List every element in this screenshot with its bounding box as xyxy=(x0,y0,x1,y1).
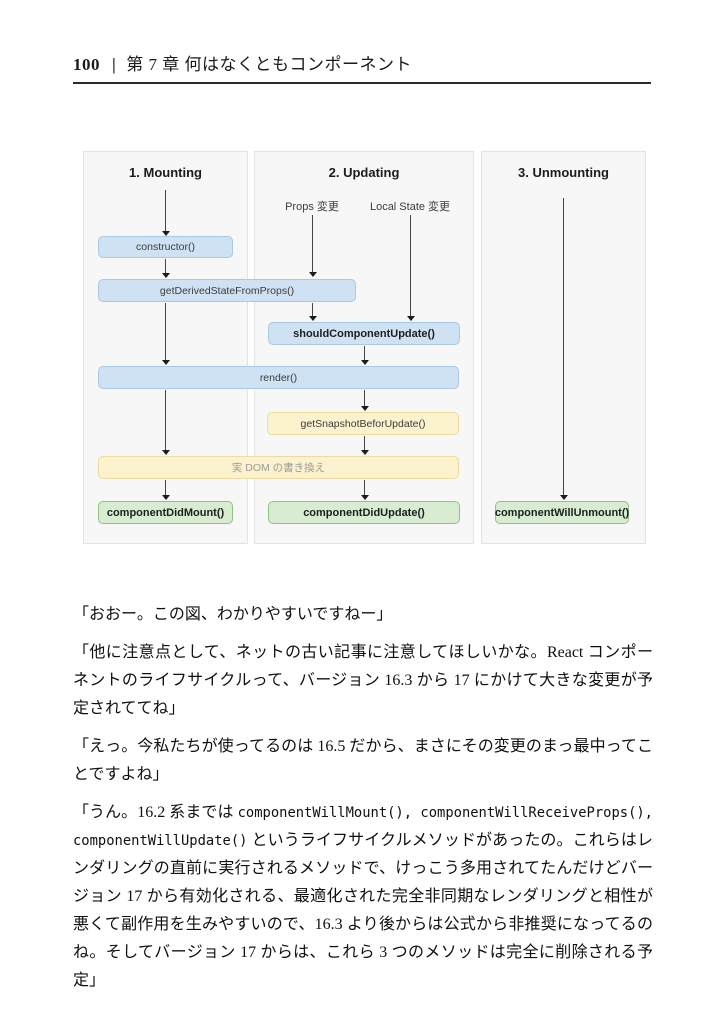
flow-arrow xyxy=(406,215,415,321)
flow-arrow xyxy=(360,390,369,411)
flow-arrow xyxy=(360,436,369,455)
node-should-component-update: shouldComponentUpdate() xyxy=(268,322,460,345)
header-rule xyxy=(73,82,651,84)
flow-arrow xyxy=(308,303,317,321)
dialogue-text: 「うん。16.2 系までは xyxy=(73,804,238,821)
flow-arrow xyxy=(161,259,170,278)
dialogue-text: 「他に注意点として、ネットの古い記事に注意してほしいかな。React コンポーネ… xyxy=(73,644,653,717)
dialogue-section: 「おおー。この図、わかりやすいですねー」「他に注意点として、ネットの古い記事に注… xyxy=(73,601,653,1005)
inline-code: componentWillMount(), componentWillRecei… xyxy=(73,805,653,849)
flow-arrow xyxy=(161,480,170,500)
node-render: render() xyxy=(98,366,459,389)
local-state-change-label: Local State 変更 xyxy=(369,201,451,213)
node-component-did-mount: componentDidMount() xyxy=(98,501,233,524)
node-constructor: constructor() xyxy=(98,236,233,258)
dialogue-text: 「えっ。今私たちが使ってるのは 16.5 だから、まさにその変更のまっ最中ってこ… xyxy=(73,738,653,783)
dialogue-paragraph: 「えっ。今私たちが使ってるのは 16.5 だから、まさにその変更のまっ最中ってこ… xyxy=(73,733,653,789)
node-get-derived-state: getDerivedStateFromProps() xyxy=(98,279,356,302)
node-component-will-unmount: componentWillUnmount() xyxy=(495,501,629,524)
flow-arrow xyxy=(161,190,170,236)
node-component-did-update: componentDidUpdate() xyxy=(268,501,460,524)
flow-arrow xyxy=(360,346,369,365)
node-get-snapshot: getSnapshotBeforUpdate() xyxy=(267,412,459,435)
flow-arrow xyxy=(308,215,317,277)
page-number: 100 xyxy=(73,55,100,74)
panel-unmounting-title: 3. Unmounting xyxy=(518,165,609,180)
chapter-title: 第 7 章 何はなくともコンポーネント xyxy=(126,55,412,74)
panel-mounting-title: 1. Mounting xyxy=(129,165,202,180)
flow-arrow xyxy=(360,480,369,500)
header-separator: | xyxy=(112,55,117,74)
panel-updating-title: 2. Updating xyxy=(328,165,400,180)
flow-arrow xyxy=(161,303,170,365)
dialogue-paragraph: 「他に注意点として、ネットの古い記事に注意してほしいかな。React コンポーネ… xyxy=(73,639,653,723)
dialogue-text: 「おおー。この図、わかりやすいですねー」 xyxy=(73,606,393,623)
flow-arrow xyxy=(161,390,170,455)
lifecycle-diagram: 1. Mounting 2. Updating 3. Unmounting Pr… xyxy=(83,151,646,544)
props-change-label: Props 変更 xyxy=(285,201,339,213)
flow-arrow xyxy=(559,198,568,500)
dialogue-paragraph: 「うん。16.2 系までは componentWillMount(), comp… xyxy=(73,799,653,995)
node-dom-rewrite: 実 DOM の書き換え xyxy=(98,456,459,479)
dialogue-paragraph: 「おおー。この図、わかりやすいですねー」 xyxy=(73,601,653,629)
dialogue-text: というライフサイクルメソッドがあったの。これらはレンダリングの直前に実行されるメ… xyxy=(73,832,653,989)
page-header: 100 | 第 7 章 何はなくともコンポーネント xyxy=(73,50,651,75)
